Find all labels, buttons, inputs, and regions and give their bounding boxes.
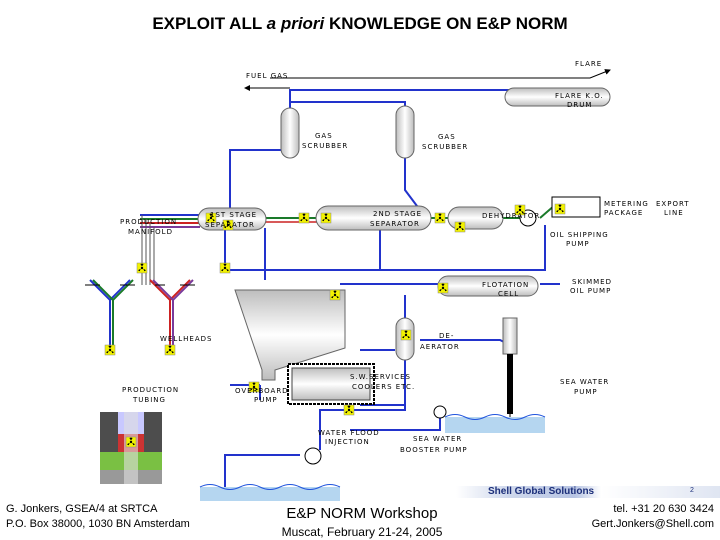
gas-line-4 bbox=[404, 155, 421, 211]
footer-author-line-1: G. Jonkers, GSEA/4 at SRTCA bbox=[6, 503, 158, 515]
flare-line bbox=[270, 69, 611, 79]
footer-event-title: E&P NORM Workshop bbox=[286, 505, 438, 522]
label-services-1: S.W.SERVICES bbox=[350, 373, 411, 381]
footer-contact: tel. +31 20 630 3424 Gert.Jonkers@Shell.… bbox=[592, 502, 714, 532]
label-second-stage-1: 2ND STAGE bbox=[373, 210, 422, 218]
label-dehydrator: DEHYDRATOR bbox=[482, 212, 540, 220]
sea-surface bbox=[199, 414, 546, 501]
sea-water-line bbox=[224, 415, 441, 490]
label-sea-water-pump-2: PUMP bbox=[574, 388, 598, 396]
label-overboard-1: OVERBOARD bbox=[235, 387, 289, 395]
footer-author-line-2: P.O. Box 38000, 1030 BN Amsterdam bbox=[6, 518, 190, 530]
label-scrubber-left-2: SCRUBBER bbox=[302, 142, 348, 150]
label-sea-water-pump-1: SEA WATER bbox=[560, 378, 609, 386]
manifold-drop bbox=[141, 215, 155, 285]
footer-phone: tel. +31 20 630 3424 bbox=[613, 503, 714, 515]
footer-event-date: Muscat, February 21-24, 2005 bbox=[281, 525, 443, 539]
label-flotation-2: CELL bbox=[498, 290, 519, 298]
label-scrubber-right-1: GAS bbox=[438, 133, 456, 141]
label-skimmed-1: SKIMMED bbox=[572, 278, 612, 286]
gas-line-2 bbox=[290, 101, 406, 110]
label-oil-shipping-2: PUMP bbox=[566, 240, 590, 248]
label-scrubber-right-2: SCRUBBER bbox=[422, 143, 468, 151]
gas-scrubber-right bbox=[395, 105, 415, 159]
footer-author: G. Jonkers, GSEA/4 at SRTCA P.O. Box 380… bbox=[6, 502, 190, 532]
water-line-7 bbox=[319, 360, 406, 450]
label-first-stage-2: SEPARATOR bbox=[205, 221, 255, 229]
label-water-flood-1: WATER FLOOD bbox=[318, 429, 380, 437]
slide-title: EXPLOIT ALL a priori KNOWLEDGE ON E&P NO… bbox=[0, 14, 720, 34]
label-flare: FLARE bbox=[575, 60, 602, 68]
label-first-stage-1: 1ST STAGE bbox=[210, 211, 257, 219]
wellhead-trees bbox=[85, 279, 195, 350]
label-water-flood-2: INJECTION bbox=[325, 438, 370, 446]
label-flare-ko-2: DRUM bbox=[567, 101, 592, 109]
brand-bar bbox=[456, 486, 720, 498]
footer-email: Gert.Jonkers@Shell.com bbox=[591, 518, 714, 530]
label-export-1: EXPORT bbox=[656, 200, 690, 208]
production-tubing-well bbox=[100, 412, 162, 484]
second-stage-separator bbox=[315, 205, 432, 231]
label-second-stage-2: SEPARATOR bbox=[370, 220, 420, 228]
label-wellheads: WELLHEADS bbox=[160, 335, 212, 343]
label-deaerator-1: DE- bbox=[439, 332, 454, 340]
label-booster-2: BOOSTER PUMP bbox=[400, 446, 468, 454]
label-export-2: LINE bbox=[664, 209, 684, 217]
label-scrubber-left-1: GAS bbox=[315, 132, 333, 140]
flare-ko-drum bbox=[504, 87, 611, 107]
brand-name: Shell Global Solutions bbox=[488, 486, 595, 497]
sea-water-pump bbox=[502, 317, 518, 414]
label-deaerator-2: AERATOR bbox=[420, 343, 460, 351]
overboard-caisson bbox=[234, 289, 346, 381]
label-skimmed-2: OIL PUMP bbox=[570, 287, 611, 295]
gas-scrubber-left bbox=[280, 107, 300, 159]
label-flotation-1: FLOTATION bbox=[482, 281, 529, 289]
label-services-2: COOLERS ETC. bbox=[352, 383, 415, 391]
label-fuel-gas: FUEL GAS bbox=[246, 72, 288, 80]
water-line-1 bbox=[224, 225, 546, 271]
vessels bbox=[197, 87, 611, 405]
title-part-2: a priori bbox=[266, 14, 325, 33]
label-manifold-1: PRODUCTION bbox=[120, 218, 177, 226]
label-metering-2: PACKAGE bbox=[604, 209, 643, 217]
water-flood-pump bbox=[304, 447, 322, 465]
label-tubing-2: TUBING bbox=[132, 396, 166, 404]
booster-pump bbox=[433, 405, 447, 419]
diagram-labels: FLARE FUEL GAS FLARE K.O. DRUM GAS SCRUB… bbox=[120, 60, 690, 454]
title-part-3: KNOWLEDGE ON E&P NORM bbox=[324, 14, 568, 33]
label-overboard-2: PUMP bbox=[254, 396, 278, 404]
title-part-1: EXPLOIT ALL bbox=[152, 14, 267, 33]
label-metering-1: METERING bbox=[604, 200, 649, 208]
label-booster-1: SEA WATER bbox=[413, 435, 462, 443]
label-tubing-1: PRODUCTION bbox=[122, 386, 179, 394]
label-flare-ko-1: FLARE K.O. bbox=[555, 92, 604, 100]
label-oil-shipping-1: OIL SHIPPING bbox=[550, 231, 609, 239]
pipe-network bbox=[140, 69, 611, 490]
label-manifold-2: MANIFOLD bbox=[128, 228, 173, 236]
page-number: 2 bbox=[690, 487, 694, 494]
gas-line-3 bbox=[229, 149, 290, 210]
